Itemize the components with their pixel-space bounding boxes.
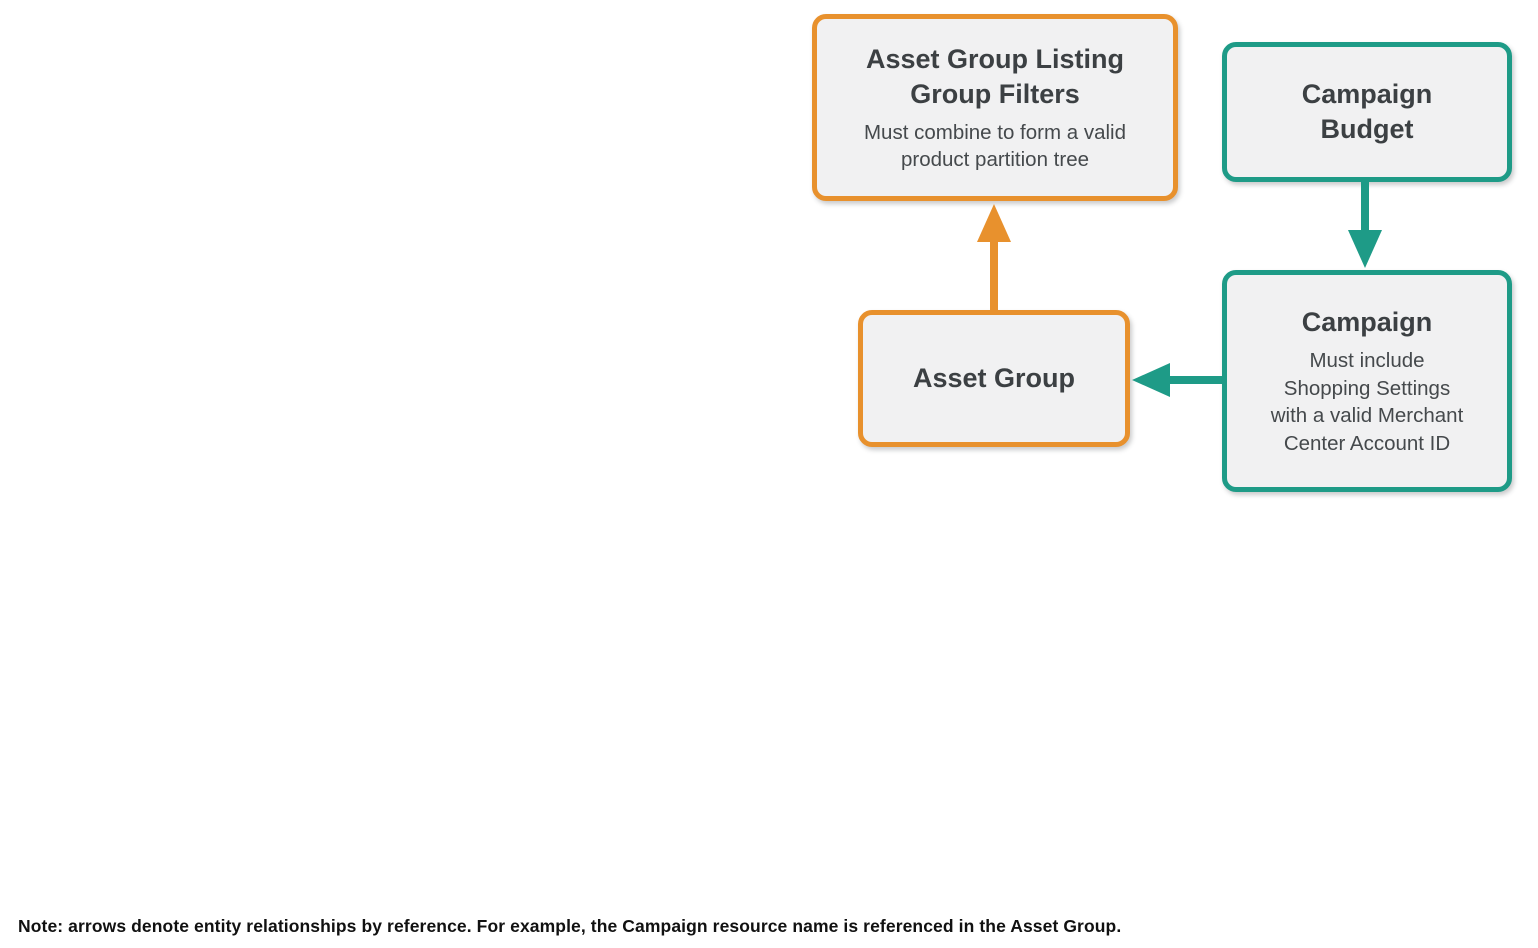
node-asset-group-listing-group-filters: Asset Group Listing Group Filters Must c… xyxy=(812,14,1178,201)
arrow-campaign-to-asset-group-line xyxy=(1169,376,1222,384)
arrow-asset-group-to-listing-filters-line xyxy=(990,240,998,310)
node-title-asset-group-listing-group-filters: Asset Group Listing Group Filters xyxy=(865,43,1125,109)
node-subtitle-asset-group-listing-group-filters: Must combine to form a valid product par… xyxy=(863,120,1127,172)
node-title-asset-group: Asset Group xyxy=(912,363,1076,393)
node-campaign: Campaign Must include Shopping Settings … xyxy=(1222,270,1512,492)
node-asset-group: Asset Group xyxy=(858,310,1130,447)
arrow-campaign-budget-to-campaign-line xyxy=(1361,182,1369,232)
node-subtitle-campaign: Must include Shopping Settings with a va… xyxy=(1270,349,1464,455)
arrow-campaign-to-asset-group-head-icon xyxy=(1132,363,1170,397)
node-campaign-budget: Campaign Budget xyxy=(1222,42,1512,182)
node-title-campaign-budget: Campaign Budget xyxy=(1301,79,1433,144)
diagram-footnote: Note: arrows denote entity relationships… xyxy=(18,916,1122,936)
arrow-campaign-budget-to-campaign-head-icon xyxy=(1348,230,1382,268)
arrow-asset-group-to-listing-filters-head-icon xyxy=(977,204,1011,242)
node-title-campaign: Campaign xyxy=(1301,307,1433,337)
